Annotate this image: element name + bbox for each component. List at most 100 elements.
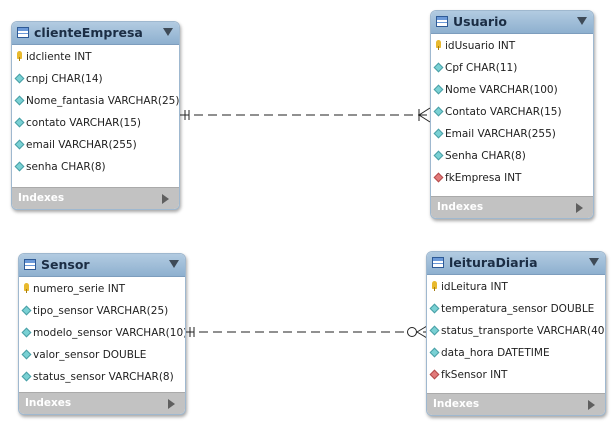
indexes-section[interactable]: Indexes [427,393,605,415]
column-row[interactable]: Nome_fantasia VARCHAR(25) [12,91,179,113]
relationship-cliente-usuario[interactable] [180,107,431,123]
column-label: Nome_fantasia VARCHAR(25) [26,95,180,107]
expand-arrow-icon[interactable] [588,400,595,410]
column-label: idcliente INT [26,51,92,63]
column-label: fkSensor INT [441,369,508,381]
column-icon [433,128,444,139]
column-row[interactable]: idcliente INT [12,47,179,69]
column-label: email VARCHAR(255) [26,139,137,151]
column-icon [14,161,25,172]
column-row[interactable]: fkSensor INT [427,365,605,387]
column-icon [14,139,25,150]
column-row[interactable]: temperatura_sensor DOUBLE [427,299,605,321]
entity-Usuario[interactable]: Usuario idUsuario INT Cpf CHAR(11) Nome VA… [430,10,594,219]
indexes-label: Indexes [18,192,65,204]
table-icon [436,16,448,27]
column-row[interactable]: contato VARCHAR(15) [12,113,179,135]
column-row[interactable]: Email VARCHAR(255) [431,124,593,146]
column-label: senha CHAR(8) [26,161,106,173]
entity-name: Sensor [41,257,90,272]
column-row[interactable]: numero_serie INT [19,279,185,301]
column-row[interactable]: idUsuario INT [431,36,593,58]
entity-header[interactable]: Sensor [19,254,185,277]
table-icon [432,257,444,268]
column-row[interactable]: tipo_sensor VARCHAR(25) [19,301,185,323]
column-icon [433,150,444,161]
foreign-key-icon [433,172,444,183]
table-icon [24,259,36,270]
column-label: cnpj CHAR(14) [26,73,103,85]
entity-leituraDiaria[interactable]: leituraDiaria idLeitura INT temperatura_s… [426,251,606,416]
entity-header[interactable]: clienteEmpresa [12,22,179,45]
column-label: idLeitura INT [441,281,508,293]
foreign-key-icon [429,369,440,380]
column-row[interactable]: cnpj CHAR(14) [12,69,179,91]
entity-name: Usuario [453,14,507,29]
column-label: Email VARCHAR(255) [445,128,556,140]
primary-key-icon [17,51,22,61]
chevron-down-icon[interactable] [169,260,179,268]
column-list: idLeitura INT temperatura_sensor DOUBLE st… [427,275,605,387]
column-row[interactable]: status_transporte VARCHAR(40) [427,321,605,343]
column-label: Senha CHAR(8) [445,150,526,162]
chevron-down-icon[interactable] [577,17,587,25]
column-row[interactable]: data_hora DATETIME [427,343,605,365]
column-row[interactable]: Nome VARCHAR(100) [431,80,593,102]
chevron-down-icon[interactable] [163,28,173,36]
column-row[interactable]: valor_sensor DOUBLE [19,345,185,367]
primary-key-icon [436,40,441,50]
column-icon [14,95,25,106]
indexes-label: Indexes [437,201,484,213]
column-label: Nome VARCHAR(100) [445,84,558,96]
entity-name: leituraDiaria [449,255,538,270]
column-icon [433,84,444,95]
primary-key-icon [24,283,29,293]
column-label: fkEmpresa INT [445,172,522,184]
column-row[interactable]: Contato VARCHAR(15) [431,102,593,124]
column-row[interactable]: idLeitura INT [427,277,605,299]
column-label: valor_sensor DOUBLE [33,349,147,361]
column-icon [21,327,32,338]
entity-header[interactable]: leituraDiaria [427,252,605,275]
column-label: data_hora DATETIME [441,347,550,359]
column-label: tipo_sensor VARCHAR(25) [33,305,169,317]
column-label: Cpf CHAR(11) [445,62,518,74]
entity-header[interactable]: Usuario [431,11,593,34]
entity-Sensor[interactable]: Sensor numero_serie INT tipo_sensor VARCH… [18,253,186,415]
indexes-label: Indexes [25,397,72,409]
column-row[interactable]: email VARCHAR(255) [12,135,179,157]
column-icon [14,117,25,128]
expand-arrow-icon[interactable] [168,399,175,409]
column-row[interactable]: status_sensor VARCHAR(8) [19,367,185,389]
relationship-sensor-leitura[interactable] [185,325,428,339]
column-label: status_transporte VARCHAR(40) [441,325,606,337]
column-row[interactable]: fkEmpresa INT [431,168,593,190]
table-icon [17,27,29,38]
column-row[interactable]: modelo_sensor VARCHAR(10) [19,323,185,345]
indexes-label: Indexes [433,398,480,410]
column-list: idUsuario INT Cpf CHAR(11) Nome VARCHAR(10… [431,34,593,190]
entity-name: clienteEmpresa [34,25,143,40]
expand-arrow-icon[interactable] [162,194,169,204]
column-label: numero_serie INT [33,283,126,295]
column-label: status_sensor VARCHAR(8) [33,371,174,383]
indexes-section[interactable]: Indexes [19,392,185,414]
column-row[interactable]: senha CHAR(8) [12,157,179,179]
column-list: idcliente INT cnpj CHAR(14) Nome_fantasia … [12,45,179,179]
entity-clienteEmpresa[interactable]: clienteEmpresa idcliente INT cnpj CHAR(14… [11,21,180,210]
column-icon [433,62,444,73]
column-row[interactable]: Senha CHAR(8) [431,146,593,168]
indexes-section[interactable]: Indexes [431,196,593,218]
column-icon [21,371,32,382]
column-icon [429,325,440,336]
expand-arrow-icon[interactable] [576,203,583,213]
column-icon [433,106,444,117]
column-icon [21,305,32,316]
chevron-down-icon[interactable] [589,258,599,266]
column-label: Contato VARCHAR(15) [445,106,562,118]
primary-key-icon [432,281,437,291]
column-row[interactable]: Cpf CHAR(11) [431,58,593,80]
indexes-section[interactable]: Indexes [12,187,179,209]
column-icon [21,349,32,360]
